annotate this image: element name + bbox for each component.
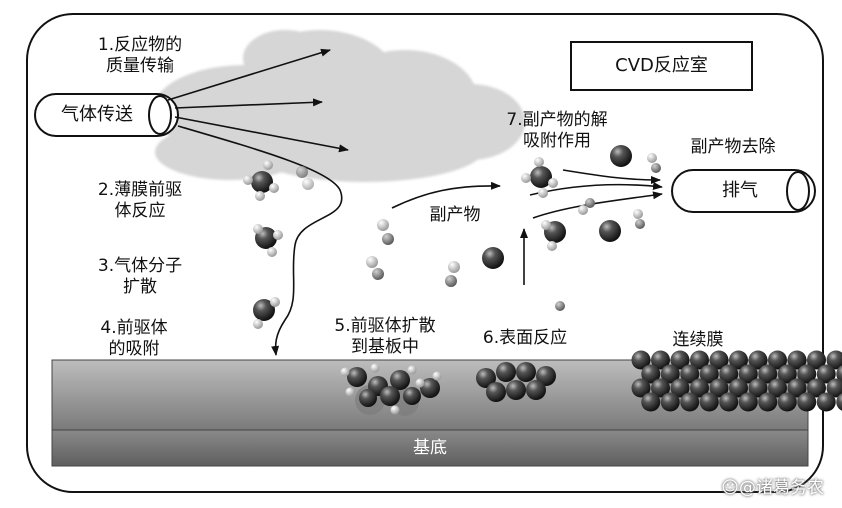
watermark: ☺@诸葛务农	[721, 478, 824, 498]
film-atom	[719, 392, 739, 412]
arrow-removal-3	[532, 191, 663, 219]
film-atom	[826, 378, 842, 398]
continuous-film	[631, 350, 842, 412]
film-atom	[748, 350, 768, 370]
film-atom	[660, 364, 680, 384]
film-atom	[670, 350, 690, 370]
step5-label: 5.前驱体扩散到基板中	[334, 316, 436, 357]
film-atom	[738, 392, 758, 412]
arrow-transport-2	[174, 98, 323, 109]
arrow-transport-1	[167, 48, 331, 101]
step3-label: 3.气体分子扩散	[97, 256, 183, 297]
arrow-transport-3	[174, 116, 349, 153]
byproduct-removal-label: 副产物去除	[690, 137, 776, 157]
step2-label: 2.薄膜前驱体反应	[97, 180, 183, 221]
surface-reaction-cluster	[476, 362, 556, 402]
byproduct-label: 副产物	[429, 205, 481, 225]
title-label: CVD反应室	[615, 55, 708, 76]
substrate-label: 基底	[413, 438, 447, 458]
film-atom	[680, 364, 700, 384]
chamber-frame	[26, 13, 824, 493]
film-atom	[836, 365, 842, 383]
film-atom	[777, 392, 797, 412]
film-atom	[631, 378, 651, 398]
film-atom	[699, 364, 719, 384]
film-atom	[680, 392, 700, 412]
film-atom	[768, 378, 787, 398]
film-atom	[758, 392, 778, 412]
step6-label: 6.表面反应	[482, 328, 568, 348]
step4-label: 4.前驱体的吸附	[100, 318, 168, 359]
film-atom	[641, 364, 661, 384]
exhaust-label: 排气	[722, 180, 758, 201]
film-atom	[651, 350, 670, 370]
arrow-byproduct	[391, 181, 501, 209]
step1-label: 1.反应物的质量传输	[97, 35, 183, 76]
continuous-film-label: 连续膜	[672, 330, 724, 350]
film-atom	[768, 350, 787, 370]
film-atom	[826, 350, 842, 370]
film-atom	[631, 350, 651, 370]
arrow-removal-1	[562, 169, 661, 184]
weibo-logo-icon: ☺	[721, 478, 739, 498]
molecule-cluster	[243, 145, 661, 397]
film-atom	[807, 350, 826, 370]
film-atom	[787, 350, 807, 370]
film-atom	[738, 364, 758, 384]
film-atom	[816, 364, 836, 384]
film-atom	[797, 364, 817, 384]
gas-inlet-tube	[34, 93, 179, 137]
film-atom	[699, 392, 719, 412]
title-box	[570, 41, 753, 91]
exhaust-tube	[671, 169, 816, 213]
film-atom	[719, 364, 739, 384]
film-atom	[816, 392, 836, 412]
film-atom	[787, 378, 807, 398]
film-atom	[729, 378, 748, 398]
film-atom	[690, 350, 709, 370]
gas-delivery-label: 气体传送	[61, 104, 133, 125]
diffusion-cluster	[340, 363, 442, 416]
arrow-diffusion-path	[177, 125, 343, 356]
film-atom	[758, 364, 778, 384]
transport-arrows	[167, 48, 663, 356]
film-atom	[709, 378, 729, 398]
film-atom	[670, 378, 690, 398]
film-atom	[660, 392, 680, 412]
film-atom	[651, 378, 670, 398]
film-atom	[641, 392, 661, 412]
step7-label: 7.副产物的解吸附作用	[506, 110, 608, 151]
film-atom	[777, 364, 797, 384]
film-atom	[807, 378, 826, 398]
film-atom	[748, 378, 768, 398]
film-atom	[836, 393, 842, 411]
film-atom	[797, 392, 817, 412]
film-atom	[690, 378, 709, 398]
film-atom	[709, 350, 729, 370]
film-atom	[729, 350, 748, 370]
